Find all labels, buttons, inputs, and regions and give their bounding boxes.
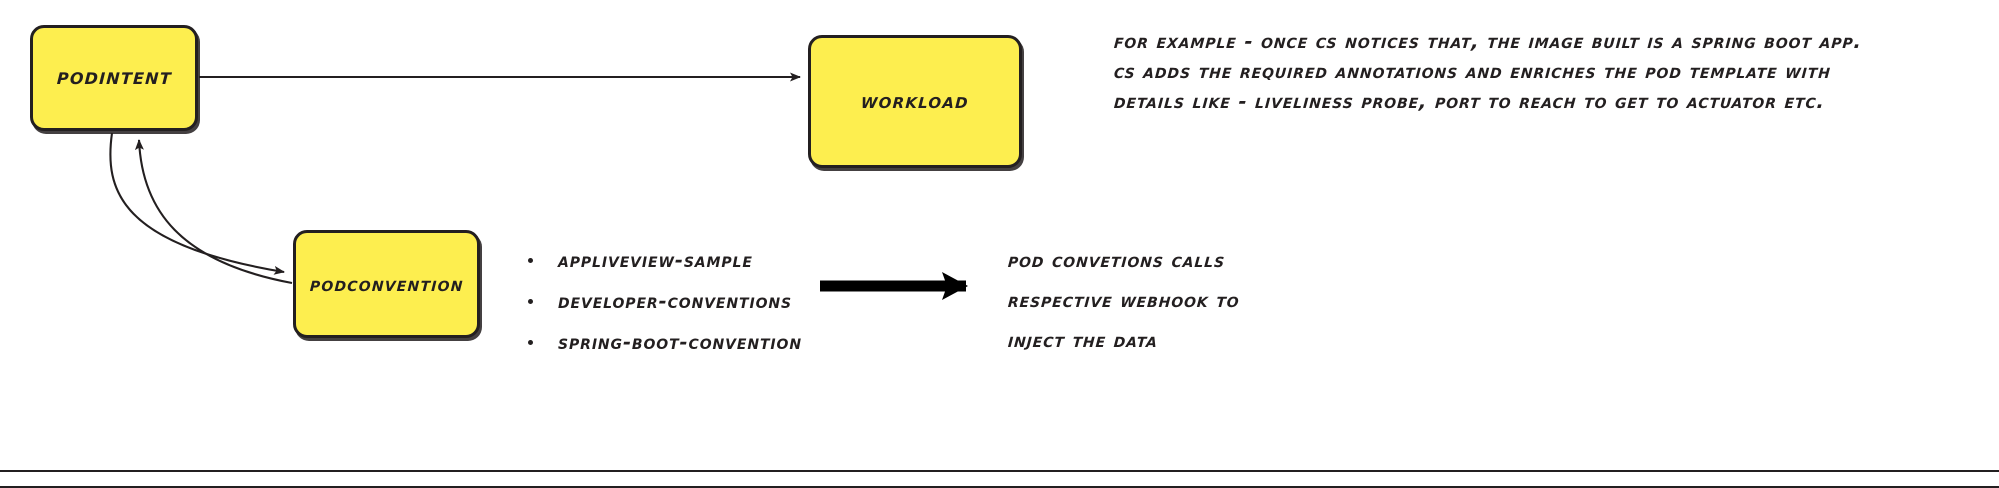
node-podconvention[interactable]: podconvention <box>293 230 480 338</box>
list-item[interactable]: appliveview-sample <box>524 240 854 281</box>
paragraph-line-3: details like - liveliness probe, port to… <box>1113 90 1826 113</box>
bullet-dot-icon <box>528 299 533 304</box>
bullet-dot-icon <box>528 340 533 345</box>
node-workload-label: workload <box>860 88 970 113</box>
caption-line-1: pod Convetions calls <box>1007 249 1226 272</box>
list-item[interactable]: spring-boot-convention <box>524 322 854 363</box>
paragraph-line-2: cs adds the required annotations and enr… <box>1113 60 1832 83</box>
node-podintent-label: PodIntent <box>55 64 173 91</box>
conventions-list-item-label: appliveview-sample <box>558 249 753 272</box>
caption-line-2: respective webhook to <box>1007 289 1241 312</box>
explanation-paragraph: For example - once cs notices that, the … <box>1113 27 1994 117</box>
edge-podintent-to-podconvention <box>109 132 285 275</box>
bullet-dot-icon <box>528 258 533 263</box>
conventions-list-item-label: spring-boot-convention <box>558 331 802 354</box>
paragraph-line-1: For example - once cs notices that, the … <box>1113 30 1863 53</box>
node-podintent[interactable]: PodIntent <box>30 25 198 131</box>
webhook-caption: pod Convetions calls respective webhook … <box>1007 241 1428 361</box>
conventions-list-item-label: developer-conventions <box>558 290 792 313</box>
node-workload[interactable]: workload <box>808 35 1022 168</box>
conventions-list: appliveview-sample developer-conventions… <box>524 240 854 363</box>
list-item[interactable]: developer-conventions <box>524 281 854 322</box>
node-podconvention-label: podconvention <box>308 272 465 296</box>
bottom-divider <box>0 470 1999 472</box>
bottom-edge-line <box>0 486 1999 488</box>
edge-podconvention-to-podintent <box>134 139 293 285</box>
caption-line-3: inject the data <box>1007 329 1159 352</box>
